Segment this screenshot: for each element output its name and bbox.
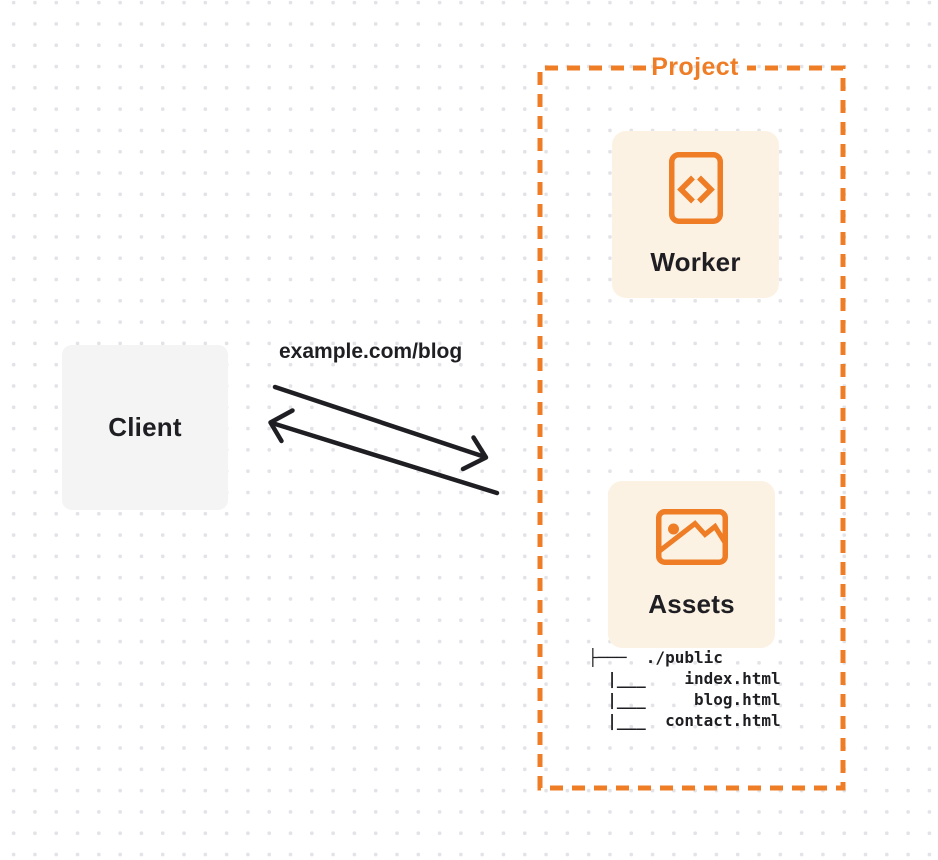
image-icon [655,509,728,565]
client-node: Client [62,345,228,510]
worker-node: Worker [612,131,779,298]
request-arrow [272,384,489,472]
request-url-label: example.com/blog [279,340,463,363]
assets-file-tree: ├─── ./public |___ index.html |___ blog.… [588,648,781,730]
client-label: Client [108,412,182,442]
assets-label: Assets [648,589,735,619]
project-group-label: Project [651,53,739,81]
worker-label: Worker [650,246,741,277]
code-icon [668,151,723,224]
assets-node: Assets [608,481,775,648]
response-arrow [268,408,500,496]
